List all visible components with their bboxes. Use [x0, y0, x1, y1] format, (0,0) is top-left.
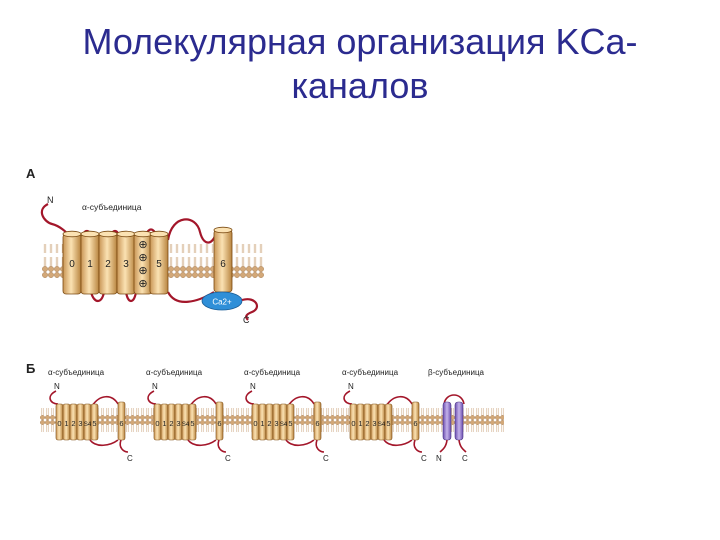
s4-charge-2: ⊕ [138, 252, 147, 264]
svg-text:3: 3 [176, 419, 180, 428]
svg-text:0: 0 [57, 419, 61, 428]
s4-segment-label: S4 [378, 422, 386, 428]
n-label-unit-3: N [250, 382, 256, 391]
svg-text:2: 2 [169, 419, 173, 428]
alpha-unit-1: α-субъединица N 0 1 2 3 5 6 C S4 [48, 368, 133, 463]
svg-text:2: 2 [365, 419, 369, 428]
svg-text:6: 6 [119, 419, 123, 428]
svg-text:1: 1 [64, 419, 68, 428]
alpha-unit-2: α-субъединица N 0 1 2 3 5 6 C S4 [146, 368, 231, 463]
calcium-label: Ca2+ [212, 298, 232, 307]
s4-segment-label: S4 [280, 422, 288, 428]
n-label-unit-4: N [348, 382, 354, 391]
helix-a-0: 0 [63, 231, 81, 294]
svg-text:6: 6 [315, 419, 319, 428]
beta-n-label: N [436, 454, 442, 463]
s4-charge-4: ⊕ [138, 278, 147, 290]
helix-a-6-label: 6 [220, 259, 226, 270]
c-label-unit-4: C [421, 454, 427, 463]
n-terminus-loop-a [42, 204, 70, 236]
helix-a-2: 2 [99, 231, 117, 294]
beta-helix-2 [455, 402, 463, 440]
alpha-unit-label-1: α-субъединица [48, 368, 105, 377]
s4-charge-1: ⊕ [138, 239, 147, 251]
c-label-unit-3: C [323, 454, 329, 463]
panel-a: А N α-субъединица 0 1 2 [26, 166, 264, 325]
alpha-unit-label-2: α-субъединица [146, 368, 203, 377]
c-terminus-label-a: C [243, 315, 250, 325]
svg-text:0: 0 [253, 419, 257, 428]
beta-helix-1 [443, 402, 451, 440]
n-label-unit-1: N [54, 382, 60, 391]
svg-text:0: 0 [351, 419, 355, 428]
helix-a-3: 3 [117, 231, 135, 294]
pore-loop-a [168, 219, 216, 242]
svg-text:5: 5 [190, 419, 194, 428]
alpha-unit-label-3: α-субъединица [244, 368, 301, 377]
panel-b-label: Б [26, 361, 35, 376]
svg-text:2: 2 [71, 419, 75, 428]
n-label-unit-2: N [152, 382, 158, 391]
c-label-unit-1: C [127, 454, 133, 463]
svg-text:0: 0 [155, 419, 159, 428]
svg-text:5: 5 [386, 419, 390, 428]
helix-a-1-label: 1 [87, 259, 93, 270]
svg-text:2: 2 [267, 419, 271, 428]
alpha-unit-label-4: α-субъединица [342, 368, 399, 377]
svg-text:1: 1 [358, 419, 362, 428]
c-label-unit-2: C [225, 454, 231, 463]
alpha-subunit-label-a: α-субъединица [82, 202, 142, 212]
svg-text:3: 3 [274, 419, 278, 428]
s4-charge-3: ⊕ [138, 265, 147, 277]
svg-text:6: 6 [413, 419, 417, 428]
s4-segment-label: S4 [84, 422, 92, 428]
alpha-unit-3: α-субъединица N 0 1 2 3 5 6 C S4 [244, 368, 329, 463]
helix-a-0-label: 0 [69, 259, 75, 270]
helix-a-2-label: 2 [105, 259, 111, 270]
helix-a-3-label: 3 [123, 259, 129, 270]
n-terminus-label-a: N [47, 195, 54, 205]
helix-a-1: 1 [81, 231, 99, 294]
helix-a-6: 6 [214, 227, 232, 292]
beta-subunit-label: β-субъединица [428, 368, 485, 377]
s4-segment-label: S4 [182, 422, 190, 428]
svg-text:1: 1 [260, 419, 264, 428]
svg-text:3: 3 [78, 419, 82, 428]
panel-a-label: А [26, 166, 36, 181]
svg-text:6: 6 [217, 419, 221, 428]
panel-b: Б α-субъединица N 0 1 2 3 5 6 C S4 [26, 361, 504, 463]
svg-text:1: 1 [162, 419, 166, 428]
svg-text:5: 5 [288, 419, 292, 428]
svg-text:5: 5 [92, 419, 96, 428]
alpha-unit-4: α-субъединица N 0 1 2 3 5 6 C S4 [342, 368, 427, 463]
helix-a-s4-voltage-sensor: ⊕ ⊕ ⊕ ⊕ [134, 231, 152, 294]
helix-a-5: 5 [150, 231, 168, 294]
svg-text:3: 3 [372, 419, 376, 428]
beta-c-label: C [462, 454, 468, 463]
helix-a-5-label: 5 [156, 259, 162, 270]
